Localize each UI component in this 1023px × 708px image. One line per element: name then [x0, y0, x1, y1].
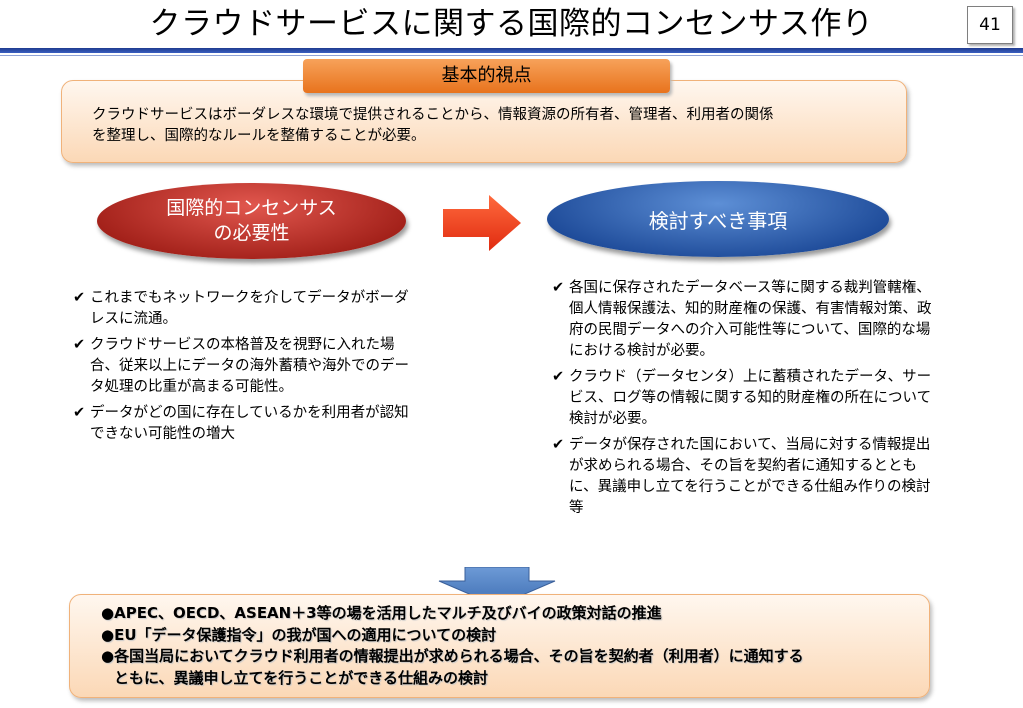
- check-icon: ✔: [552, 369, 565, 385]
- items-to-consider-oval: 検討すべき事項: [547, 181, 889, 257]
- list-item: ✔ 各国に保存されたデータベース等に関する裁判管轄権、個人情報保護法、知的財産権…: [552, 278, 932, 362]
- check-icon: ✔: [73, 290, 86, 306]
- basic-view-text-line1: クラウドサービスはボーダレスな環境で提供されることから、情報資源の所有者、管理者…: [92, 107, 774, 123]
- list-item-text: クラウド（データセンタ）上に蓄積されたデータ、サービス、ログ等の情報に関する知的…: [569, 369, 932, 427]
- measure-line1: ●APEC、OECD、ASEAN＋3等の場を活用したマルチ及びバイの政策対話の推…: [101, 604, 662, 622]
- consensus-need-line1: 国際的コンセンサス: [166, 197, 337, 219]
- list-item-text: これまでもネットワークを介してデータがボーダレスに流通。: [90, 290, 409, 327]
- list-item: ✔ これまでもネットワークを介してデータがボーダレスに流通。: [73, 288, 423, 330]
- check-icon: ✔: [552, 280, 565, 296]
- consensus-need-oval: 国際的コンセンサス の必要性: [97, 183, 406, 259]
- check-icon: ✔: [73, 337, 86, 353]
- measure-line3: ●各国当局においてクラウド利用者の情報提出が求められる場合、その旨を契約者（利用…: [101, 647, 804, 665]
- left-bullet-list: ✔ これまでもネットワークを介してデータがボーダレスに流通。 ✔ クラウドサービ…: [73, 288, 423, 450]
- list-item-text: クラウドサービスの本格普及を視野に入れた場合、従来以上にデータの海外蓄積や海外で…: [90, 337, 409, 395]
- list-item: ✔ クラウドサービスの本格普及を視野に入れた場合、従来以上にデータの海外蓄積や海…: [73, 335, 423, 398]
- list-item: ✔ クラウド（データセンタ）上に蓄積されたデータ、サービス、ログ等の情報に関する…: [552, 367, 932, 430]
- basic-view-label: 基本的視点: [303, 59, 670, 93]
- consensus-need-line2: の必要性: [213, 222, 290, 244]
- slide-title: クラウドサービスに関する国際的コンセンサス作り: [149, 6, 874, 42]
- list-item-text: 各国に保存されたデータベース等に関する裁判管轄権、個人情報保護法、知的財産権の保…: [569, 280, 932, 359]
- title-rule: [0, 48, 1023, 53]
- list-item: ✔ データが保存された国において、当局に対する情報提出が求められる場合、その旨を…: [552, 435, 974, 519]
- measures-box: ●APEC、OECD、ASEAN＋3等の場を活用したマルチ及びバイの政策対話の推…: [69, 594, 930, 698]
- right-arrow-icon: [443, 195, 521, 251]
- basic-view-text-line2: を整理し、国際的なルールを整備することが必要。: [92, 128, 426, 144]
- basic-view-box: クラウドサービスはボーダレスな環境で提供されることから、情報資源の所有者、管理者…: [61, 80, 907, 163]
- down-arrow-icon: [438, 567, 556, 607]
- list-item-text: データがどの国に存在しているかを利用者が認知できない可能性の増大: [90, 405, 409, 442]
- check-icon: ✔: [73, 405, 86, 421]
- right-bullet-list: ✔ 各国に保存されたデータベース等に関する裁判管轄権、個人情報保護法、知的財産権…: [552, 278, 974, 524]
- list-item-text: データが保存された国において、当局に対する情報提出が求められる場合、その旨を契約…: [569, 437, 974, 516]
- items-to-consider-label: 検討すべき事項: [648, 208, 788, 233]
- list-item: ✔ データがどの国に存在しているかを利用者が認知できない可能性の増大: [73, 403, 423, 445]
- measure-line2: ●EU「データ保護指令」の我が国への適用についての検討: [101, 625, 497, 644]
- page-number: 41: [967, 6, 1013, 44]
- check-icon: ✔: [552, 437, 565, 453]
- title-rule-thin: [0, 55, 1023, 56]
- measure-line4: ともに、異議申し立てを行うことができる仕組みの検討: [114, 668, 488, 687]
